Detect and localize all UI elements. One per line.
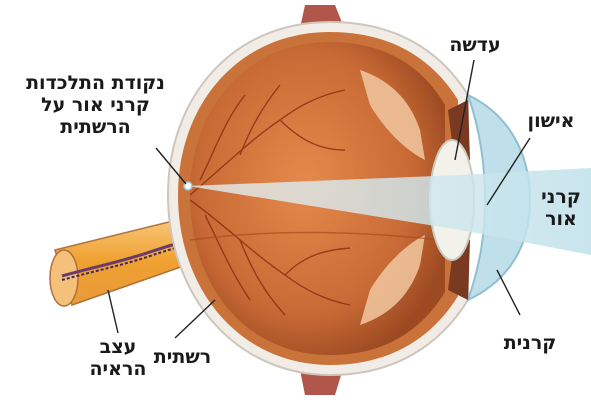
- label-lens: עדשה: [440, 34, 510, 56]
- label-focal-point: נקודת התלכדות קרני אור על הרשתית: [8, 72, 183, 138]
- label-light-rays-line1: קרני: [535, 186, 587, 208]
- retina-leader: [175, 300, 215, 338]
- label-focal-point-line2: קרני אור על: [8, 94, 183, 116]
- label-light-rays: קרני אור: [535, 186, 587, 230]
- label-focal-point-line3: הרשתית: [8, 116, 183, 138]
- label-pupil: אישון: [515, 110, 587, 132]
- label-light-rays-line2: אור: [535, 208, 587, 230]
- label-focal-point-line1: נקודת התלכדות: [8, 72, 183, 94]
- label-optic-nerve-line2: הראיה: [78, 358, 158, 380]
- optic-nerve-leader: [108, 290, 118, 333]
- label-optic-nerve: עצב הראיה: [78, 336, 158, 380]
- label-optic-nerve-line1: עצב: [78, 336, 158, 358]
- cornea-leader: [497, 270, 520, 315]
- label-cornea: קרנית: [490, 332, 570, 354]
